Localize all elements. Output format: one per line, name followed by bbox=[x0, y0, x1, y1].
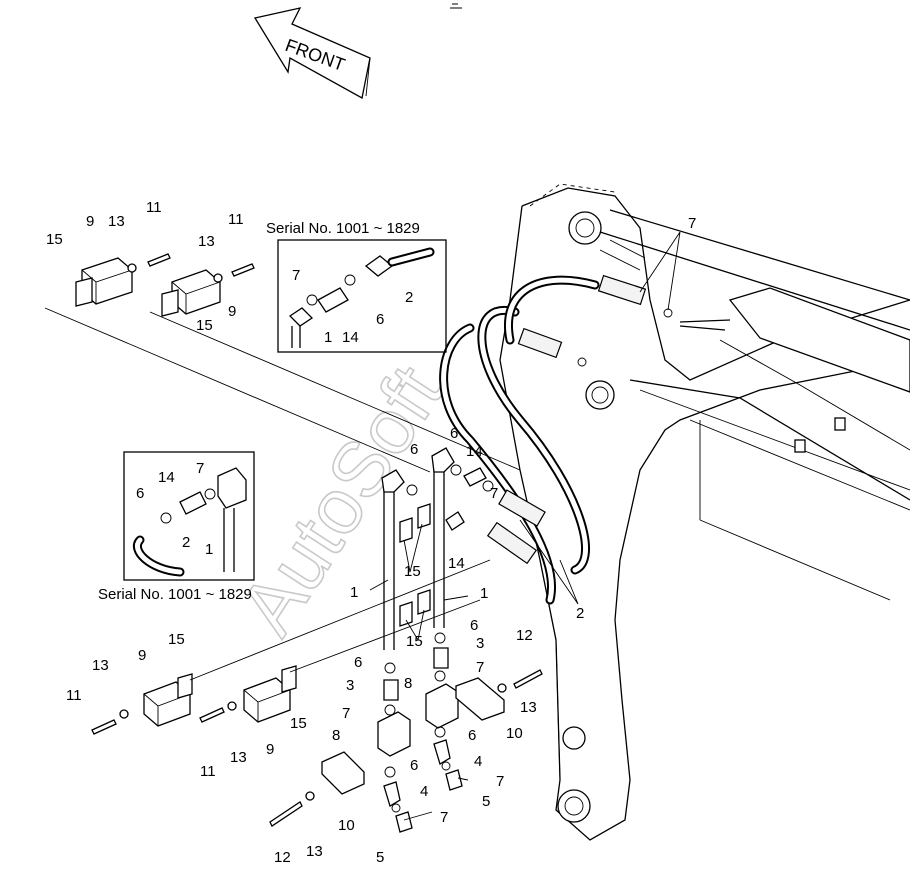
callout: 6 bbox=[450, 425, 458, 442]
callout: 4 bbox=[474, 753, 482, 770]
callout: 12 bbox=[274, 849, 291, 866]
clamp-group-top-left bbox=[44, 253, 521, 473]
callout: 1 bbox=[350, 584, 358, 601]
callout: 14 bbox=[448, 555, 465, 572]
callout: 7 bbox=[496, 773, 504, 790]
callout: 5 bbox=[482, 793, 490, 810]
callout: 12 bbox=[516, 627, 533, 644]
callout: 15 bbox=[196, 317, 213, 334]
callout: 6 bbox=[468, 727, 476, 744]
callout: 13 bbox=[92, 657, 109, 674]
callout: 6 bbox=[376, 311, 384, 328]
callout: 9 bbox=[228, 303, 236, 320]
callout: 15 bbox=[404, 563, 421, 580]
callout: 6 bbox=[410, 441, 418, 458]
callout: 3 bbox=[476, 635, 484, 652]
top-mark bbox=[450, 3, 462, 9]
callout: 15 bbox=[168, 631, 185, 648]
callout: 1 bbox=[205, 541, 213, 558]
callout: 9 bbox=[86, 213, 94, 230]
callout-labels: Serial No. 1001 ~ 1829 Serial No. 1001 ~… bbox=[46, 199, 696, 866]
callout: 13 bbox=[230, 749, 247, 766]
callout: 13 bbox=[108, 213, 125, 230]
callout: 6 bbox=[410, 757, 418, 774]
callout: 2 bbox=[405, 289, 413, 306]
front-label: FRONT bbox=[283, 35, 348, 75]
callout: 1 bbox=[480, 585, 488, 602]
front-direction-arrow: FRONT bbox=[253, 7, 371, 100]
callout: 11 bbox=[228, 211, 244, 228]
callout: 7 bbox=[292, 267, 300, 284]
callout: 15 bbox=[290, 715, 307, 732]
callout: 7 bbox=[490, 485, 498, 502]
callout: 15 bbox=[46, 231, 63, 248]
callout: 8 bbox=[404, 675, 412, 692]
callout: 3 bbox=[346, 677, 354, 694]
callout: 11 bbox=[66, 687, 82, 704]
callout: 7 bbox=[476, 659, 484, 676]
callout: 6 bbox=[354, 654, 362, 671]
callout: 8 bbox=[332, 727, 340, 744]
steel-pipes bbox=[381, 447, 494, 650]
serial-label-top: Serial No. 1001 ~ 1829 bbox=[266, 220, 420, 237]
callout: 1 bbox=[324, 329, 332, 346]
callout: 11 bbox=[146, 199, 162, 216]
clamp-group-bottom bbox=[91, 559, 543, 827]
callout: 10 bbox=[506, 725, 523, 742]
callout: 6 bbox=[470, 617, 478, 634]
callout: 11 bbox=[200, 763, 216, 780]
callout: 6 bbox=[136, 485, 144, 502]
inset-top-serial bbox=[277, 239, 447, 353]
callout: 15 bbox=[406, 633, 423, 650]
callout: 2 bbox=[182, 534, 190, 551]
callout: 13 bbox=[306, 843, 323, 860]
callout: 7 bbox=[688, 215, 696, 232]
callout: 2 bbox=[576, 605, 584, 622]
callout: 4 bbox=[420, 783, 428, 800]
callout: 9 bbox=[266, 741, 274, 758]
valve-blocks-and-fittings bbox=[377, 632, 463, 833]
serial-label-left: Serial No. 1001 ~ 1829 bbox=[98, 586, 252, 603]
callout: 7 bbox=[196, 460, 204, 477]
callout: 9 bbox=[138, 647, 146, 664]
callout: 5 bbox=[376, 849, 384, 866]
callout: 14 bbox=[466, 443, 483, 460]
boom-structure bbox=[499, 183, 910, 841]
callout: 13 bbox=[520, 699, 537, 716]
callout: 7 bbox=[440, 809, 448, 826]
inset-left-serial bbox=[123, 451, 255, 581]
callout: 10 bbox=[338, 817, 355, 834]
boom-hoses bbox=[439, 274, 673, 605]
callout: 7 bbox=[342, 705, 350, 722]
callout: 13 bbox=[198, 233, 215, 250]
callout: 14 bbox=[342, 329, 359, 346]
leader-lines bbox=[369, 231, 681, 821]
callout: 14 bbox=[158, 469, 175, 486]
